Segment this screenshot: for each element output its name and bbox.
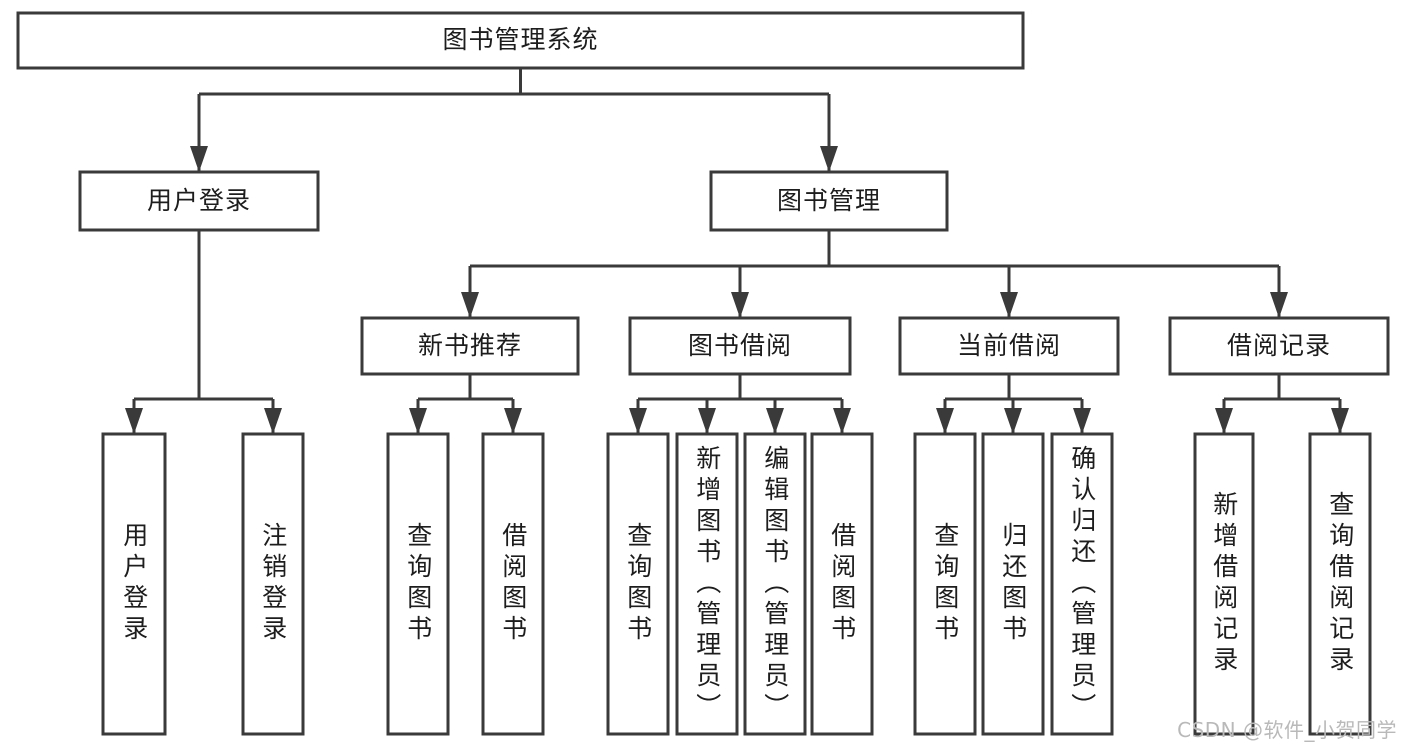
current-borrow-to-leaves-arrow-2 bbox=[1073, 408, 1091, 434]
node-leaf-return-book[interactable] bbox=[981, 432, 1045, 736]
node-user-login[interactable] bbox=[78, 170, 320, 232]
node-root[interactable] bbox=[16, 11, 1025, 70]
book-borrow-to-leaves-arrow-1 bbox=[698, 408, 716, 434]
book-borrow-to-leaves-arrow-3 bbox=[833, 408, 851, 434]
node-leaf-add-book[interactable] bbox=[675, 432, 739, 736]
node-leaf-borrow-book-1[interactable] bbox=[481, 432, 545, 736]
node-leaf-add-record[interactable] bbox=[1193, 432, 1255, 736]
node-leaf-query-book-2[interactable] bbox=[606, 432, 670, 736]
root-to-level2-arrow-1 bbox=[820, 146, 838, 172]
book-borrow-to-leaves-arrow-0 bbox=[629, 408, 647, 434]
bookmanage-to-level3-arrow-0 bbox=[461, 292, 479, 318]
root-to-level2-arrow-0 bbox=[190, 146, 208, 172]
new-book-recommend-to-leaves-arrow-1 bbox=[504, 408, 522, 434]
bookmanage-to-level3-arrow-1 bbox=[731, 292, 749, 318]
borrow-record-to-leaves-arrow-1 bbox=[1331, 408, 1349, 434]
node-new-book-recommend[interactable] bbox=[360, 316, 580, 376]
node-leaf-query-book-3[interactable] bbox=[913, 432, 977, 736]
bookmanage-to-level3-arrow-3 bbox=[1270, 292, 1288, 318]
borrow-record-to-leaves-arrow-0 bbox=[1215, 408, 1233, 434]
bookmanage-to-level3-arrow-2 bbox=[1000, 292, 1018, 318]
watermark-text: CSDN @软件_小贺同学 bbox=[1177, 718, 1397, 742]
node-borrow-record[interactable] bbox=[1168, 316, 1390, 376]
node-leaf-edit-book[interactable] bbox=[743, 432, 807, 736]
new-book-recommend-to-leaves-arrow-0 bbox=[409, 408, 427, 434]
node-book-borrow[interactable] bbox=[628, 316, 852, 376]
node-leaf-user-logout[interactable] bbox=[241, 432, 305, 736]
node-box-group bbox=[16, 11, 1390, 736]
userlogin-to-leaves-arrow-0 bbox=[125, 408, 143, 434]
current-borrow-to-leaves-arrow-0 bbox=[936, 408, 954, 434]
node-current-borrow[interactable] bbox=[898, 316, 1120, 376]
node-book-manage[interactable] bbox=[709, 170, 949, 232]
node-leaf-query-book-1[interactable] bbox=[386, 432, 450, 736]
book-borrow-to-leaves-arrow-2 bbox=[766, 408, 784, 434]
node-leaf-query-record[interactable] bbox=[1308, 432, 1372, 736]
node-leaf-borrow-book-2[interactable] bbox=[810, 432, 874, 736]
node-leaf-confirm-return[interactable] bbox=[1050, 432, 1114, 736]
node-leaf-user-login[interactable] bbox=[101, 432, 167, 736]
current-borrow-to-leaves-arrow-1 bbox=[1004, 408, 1022, 434]
connector-group bbox=[125, 68, 1349, 434]
userlogin-to-leaves-arrow-1 bbox=[264, 408, 282, 434]
